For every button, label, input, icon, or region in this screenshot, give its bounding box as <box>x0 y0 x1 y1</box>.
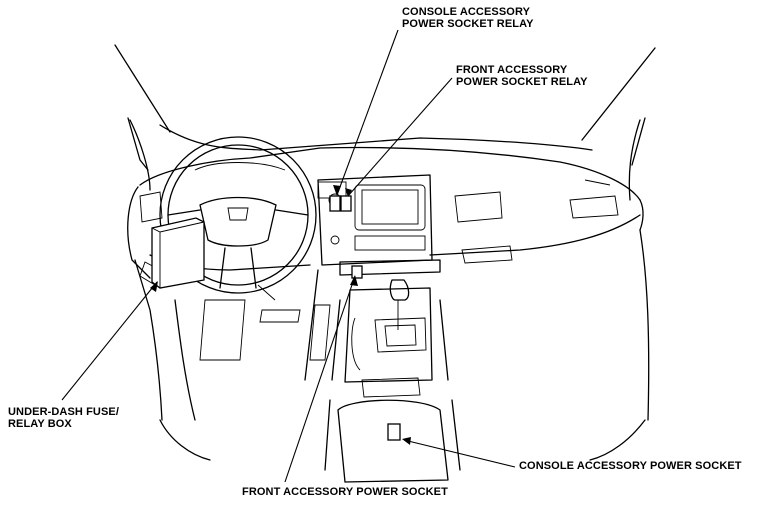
leader-lines <box>61 29 516 483</box>
console-socket-marker <box>387 423 401 441</box>
windshield-frame <box>114 44 656 201</box>
steering-wheel <box>159 136 317 294</box>
front-relay-label: FRONT ACCESSORY POWER SOCKET RELAY <box>456 64 588 88</box>
front-socket-marker <box>351 265 363 279</box>
under-dash-fuse-box <box>151 217 205 289</box>
console-relay-label-line1: CONSOLE ACCESSORY <box>402 6 531 18</box>
front-socket-label: FRONT ACCESSORY POWER SOCKET <box>242 486 448 498</box>
under-dash-label-line1: UNDER-DASH FUSE/ <box>8 406 119 418</box>
center-console <box>324 259 461 483</box>
console-relay-label: CONSOLE ACCESSORY POWER SOCKET RELAY <box>402 6 534 30</box>
console-socket-label: CONSOLE ACCESSORY POWER SOCKET <box>519 460 742 472</box>
pedals <box>174 269 331 421</box>
front-relay <box>340 195 352 212</box>
under-dash-label: UNDER-DASH FUSE/ RELAY BOX <box>8 406 119 430</box>
console-relay-label-line2: POWER SOCKET RELAY <box>402 18 534 30</box>
front-relay-label-line1: FRONT ACCESSORY <box>456 64 568 76</box>
front-relay-label-line2: POWER SOCKET RELAY <box>456 76 588 88</box>
under-dash-label-line2: RELAY BOX <box>8 418 72 430</box>
relays <box>329 195 352 212</box>
floor <box>159 317 646 461</box>
console-relay <box>329 195 341 212</box>
